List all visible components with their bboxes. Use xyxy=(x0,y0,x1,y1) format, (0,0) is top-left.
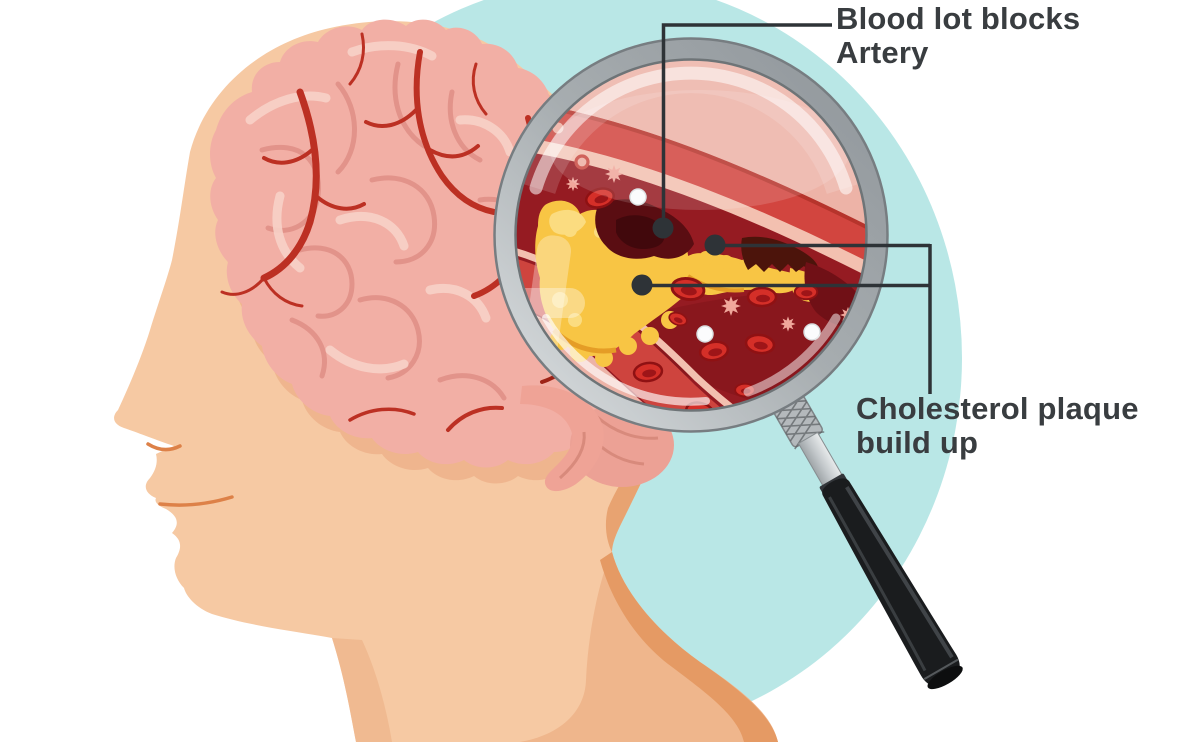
label-blood-clot-line1: Blood lot blocks xyxy=(836,1,1081,36)
brain-highlights xyxy=(245,41,515,374)
magnifier-ring xyxy=(493,37,889,433)
label-cholesterol-line1: Cholesterol plaque xyxy=(856,391,1139,426)
handle-tip xyxy=(927,665,963,690)
plaque-anchor-dot-1 xyxy=(704,234,726,256)
nostril-line xyxy=(146,442,182,452)
annotation-lines xyxy=(631,23,932,394)
mouth-line xyxy=(158,495,234,507)
nape-edge-shadow xyxy=(605,432,667,552)
label-blood-clot-line2: Artery xyxy=(836,35,929,70)
throat-shadow xyxy=(332,638,392,742)
clot-anchor-dot xyxy=(652,217,674,239)
brain-stem-crease xyxy=(559,431,586,480)
label-cholesterol-line2: build up xyxy=(856,425,979,460)
grip-sheen xyxy=(828,496,927,672)
label-blood-clot: Blood lot blocks Artery xyxy=(836,2,1080,70)
clot-leader-line xyxy=(661,23,832,228)
label-cholesterol: Cholesterol plaque build up xyxy=(856,392,1139,460)
handle-grip xyxy=(822,478,960,686)
grip-highlight xyxy=(845,486,954,659)
neck-edge-shadow xyxy=(600,552,778,742)
brain-stem xyxy=(520,385,604,492)
plaque-anchor-dot-2 xyxy=(631,274,653,296)
grip-ring-line xyxy=(923,658,959,681)
artery-upper-wall xyxy=(515,96,867,278)
